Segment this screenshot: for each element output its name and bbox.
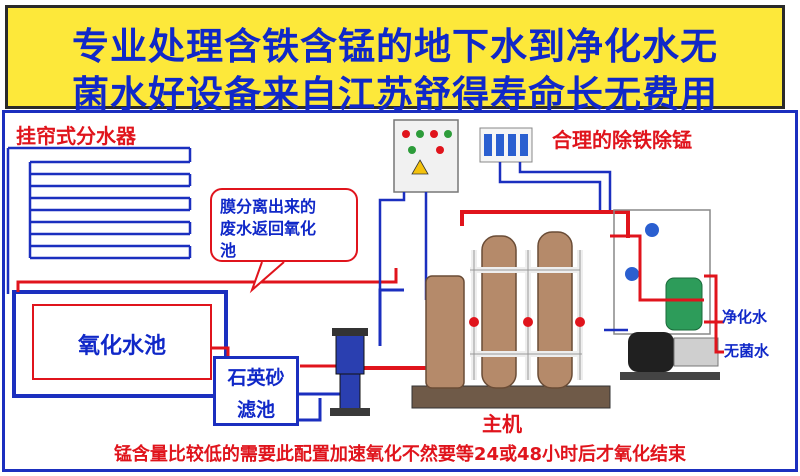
sterile-water-label: 无菌水 <box>724 342 770 360</box>
curtain-distributor <box>6 146 192 294</box>
removal-label: 合理的除铁除锰 <box>552 128 692 152</box>
callout-line-2: 废水返回氧化 <box>220 219 317 238</box>
title-line-1: 专业处理含铁含锰的地下水到净化水无 <box>72 25 718 68</box>
breaker-wiring <box>498 162 602 210</box>
main-unit <box>411 231 611 409</box>
reject-water-callout: 膜分离出来的 废水返回氧化 池 <box>210 188 358 262</box>
booster-pump-icon <box>620 332 720 380</box>
pool-basin <box>12 290 228 398</box>
title-banner: 专业处理含铁含锰的地下水到净化水无 菌水好设备来自江苏舒得寿命长无费用 <box>5 5 785 116</box>
purified-water-label: 净化水 <box>722 308 768 326</box>
callout-tail <box>249 261 285 294</box>
product-header-line <box>460 210 630 238</box>
product-line <box>610 234 704 302</box>
control-wiring <box>378 192 428 300</box>
distributor-label: 挂帘式分水器 <box>16 124 136 148</box>
callout-line-3: 池 <box>220 241 237 260</box>
pump-icon <box>330 328 370 416</box>
sand-filter-line-2: 滤池 <box>236 399 275 421</box>
oxidation-pool-label: 氧化水池 <box>77 334 166 359</box>
title-line-2: 菌水好设备来自江苏舒得寿命长无费用 <box>72 73 718 116</box>
control-box-icon <box>393 119 459 193</box>
feed-line <box>378 288 404 346</box>
sterile-outlet-line <box>704 274 724 354</box>
footer-note: 锰含量比较低的需要此配置加速氧化不然要等24或48小时后才氧化结束 <box>113 444 687 465</box>
sand-filter-line-1: 石英砂 <box>227 367 285 389</box>
diagram-frame <box>2 110 798 472</box>
callout-line-1: 膜分离出来的 <box>220 197 317 216</box>
oxidation-pool: 氧化水池 <box>32 304 212 380</box>
main-unit-label: 主机 <box>482 412 522 436</box>
reject-water-line <box>16 268 398 292</box>
breaker-icon <box>479 127 533 163</box>
sand-filter: 石英砂 滤池 <box>213 356 299 426</box>
